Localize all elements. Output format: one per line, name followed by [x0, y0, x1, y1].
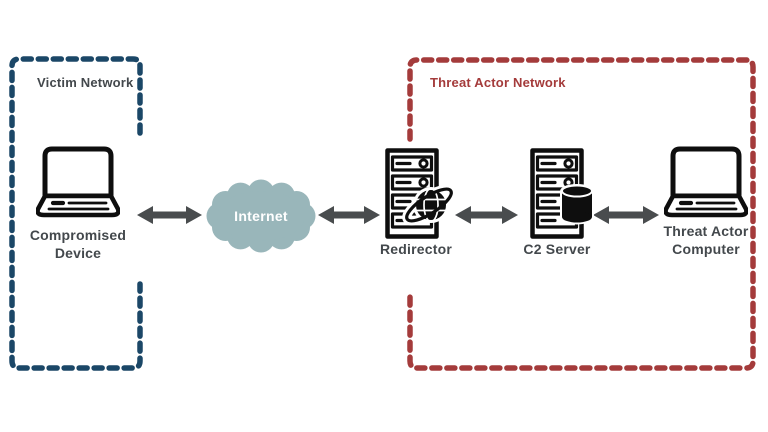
- threat-actor-network-label: Threat Actor Network: [430, 75, 566, 90]
- arrow-internet-redirector: [318, 206, 380, 224]
- arrow-device-internet: [137, 206, 202, 224]
- internet-cloud-icon: Internet: [206, 179, 316, 253]
- threat-actor-computer-label: Threat Actor Computer: [663, 223, 749, 258]
- globe-icon: [402, 184, 456, 226]
- victim-network-boundary: [9, 56, 143, 371]
- c2-server-label: C2 Server: [523, 241, 591, 257]
- arrow-redirector-c2: [455, 206, 518, 224]
- redirector-label: Redirector: [379, 241, 453, 257]
- laptop-icon: [36, 146, 120, 218]
- compromised-device-label: Compromised Device: [29, 227, 127, 262]
- redirector-server-icon: [385, 148, 456, 239]
- database-icon: [560, 184, 594, 225]
- laptop-icon: [664, 146, 748, 218]
- c2-server-icon: [530, 148, 594, 239]
- internet-label: Internet: [234, 208, 288, 224]
- victim-network-label: Victim Network: [37, 75, 134, 90]
- arrow-c2-threat-computer: [593, 206, 659, 224]
- threat-actor-network-boundary: [407, 57, 756, 371]
